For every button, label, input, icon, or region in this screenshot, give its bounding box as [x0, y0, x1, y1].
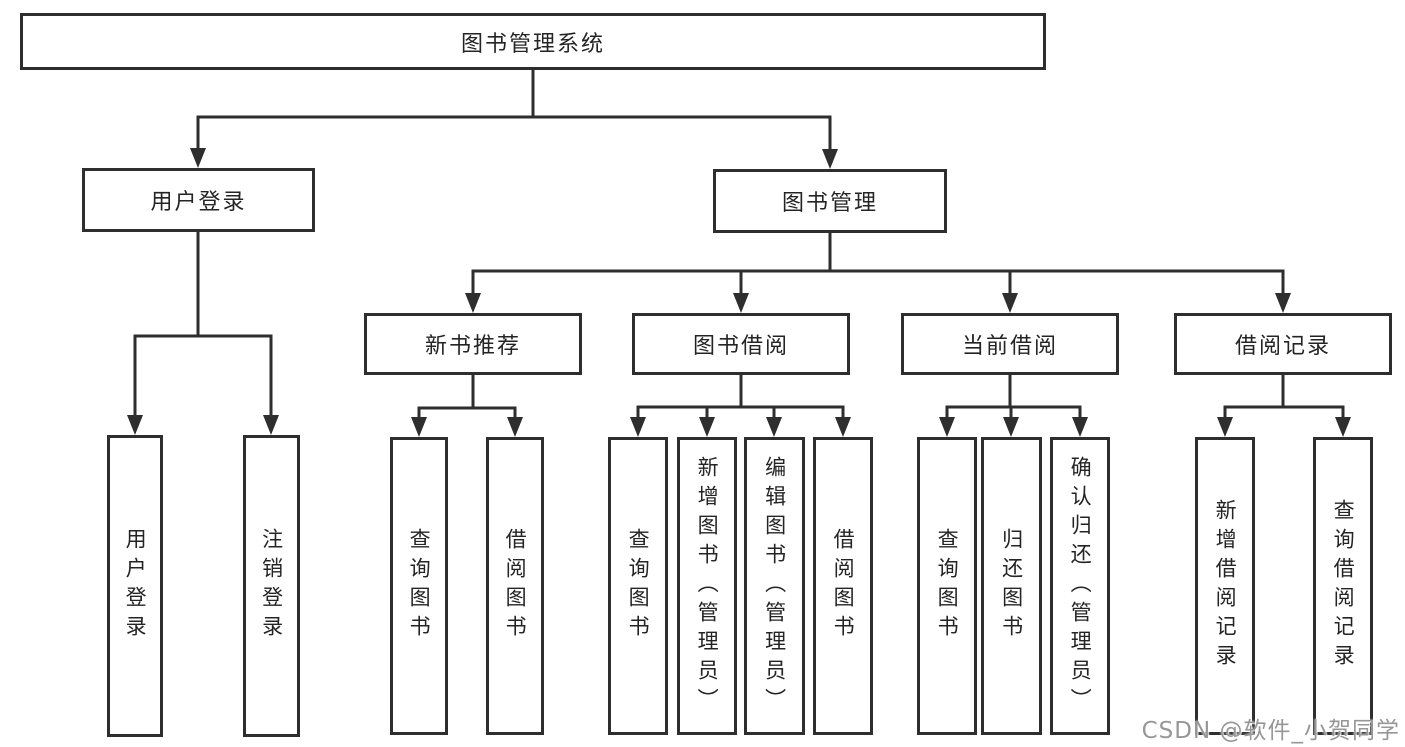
node-leaf-confirm-return-admin: 确认归还（管理员） [1050, 437, 1110, 735]
node-new-book-recommend: 新书推荐 [364, 313, 582, 375]
node-leaf-query-books-3: 查询图书 [917, 437, 977, 735]
node-library-system-label: 图书管理系统 [460, 31, 605, 57]
node-leaf-logout-label: 注销登录 [259, 528, 284, 644]
node-library-system: 图书管理系统 [20, 13, 1046, 70]
node-leaf-query-borrow-record: 查询借阅记录 [1313, 437, 1373, 735]
node-leaf-add-borrow-record-label: 新增借阅记录 [1213, 499, 1238, 673]
node-leaf-return-books-label: 归还图书 [999, 528, 1024, 644]
node-leaf-add-borrow-record: 新增借阅记录 [1195, 437, 1255, 735]
node-leaf-logout: 注销登录 [243, 435, 300, 737]
node-borrow-records: 借阅记录 [1174, 313, 1392, 375]
node-current-borrowing-label: 当前借阅 [961, 334, 1058, 359]
node-current-borrowing: 当前借阅 [901, 313, 1119, 375]
node-leaf-borrow-books-2-label: 借阅图书 [831, 528, 856, 644]
node-leaf-user-login: 用户登录 [107, 435, 163, 737]
node-leaf-borrow-books-1: 借阅图书 [486, 437, 544, 735]
node-book-management-label: 图书管理 [781, 191, 878, 216]
node-leaf-edit-books-admin-label: 编辑图书（管理员） [762, 455, 787, 717]
node-leaf-query-books-1-label: 查询图书 [407, 528, 432, 644]
csdn-watermark: CSDN @软件_小贺同学 [1141, 718, 1400, 744]
node-borrow-records-label: 借阅记录 [1234, 334, 1331, 359]
node-leaf-query-books-3-label: 查询图书 [935, 528, 960, 644]
node-book-borrowing: 图书借阅 [632, 313, 850, 375]
node-leaf-add-books-admin-label: 新增图书（管理员） [695, 455, 720, 717]
node-book-management: 图书管理 [713, 169, 947, 233]
node-leaf-edit-books-admin: 编辑图书（管理员） [744, 437, 805, 735]
node-user-login-label: 用户登录 [150, 190, 247, 215]
node-leaf-borrow-books-2: 借阅图书 [813, 437, 873, 735]
node-leaf-query-books-2-label: 查询图书 [626, 528, 651, 644]
node-leaf-return-books: 归还图书 [981, 437, 1042, 735]
node-leaf-user-login-label: 用户登录 [123, 528, 148, 644]
node-leaf-query-borrow-record-label: 查询借阅记录 [1331, 499, 1356, 673]
node-leaf-query-books-2: 查询图书 [608, 437, 668, 735]
node-leaf-borrow-books-1-label: 借阅图书 [503, 528, 528, 644]
node-leaf-add-books-admin: 新增图书（管理员） [677, 437, 737, 735]
node-new-book-recommend-label: 新书推荐 [424, 334, 521, 359]
node-user-login: 用户登录 [82, 168, 315, 232]
node-book-borrowing-label: 图书借阅 [692, 334, 789, 359]
node-leaf-query-books-1: 查询图书 [390, 437, 448, 735]
node-leaf-confirm-return-admin-label: 确认归还（管理员） [1068, 455, 1093, 717]
